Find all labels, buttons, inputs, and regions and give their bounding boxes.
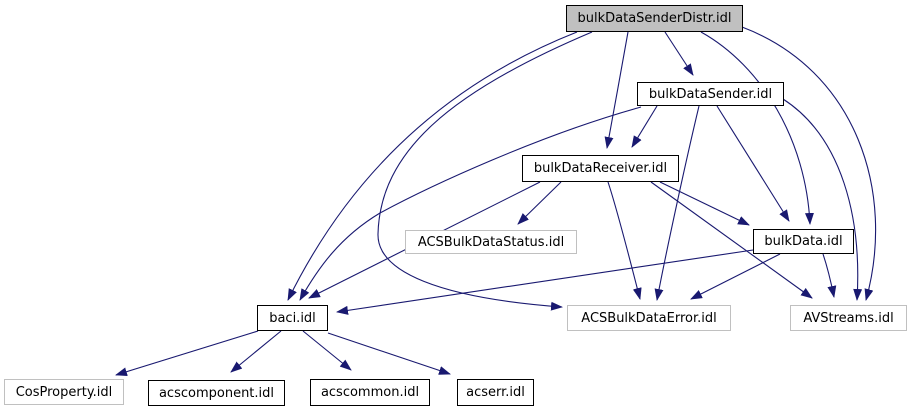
node-label: AVStreams.idl xyxy=(803,310,894,326)
node-acscomponent[interactable]: acscomponent.idl xyxy=(148,380,285,406)
edge-receiver-to-bulkdata xyxy=(659,181,750,226)
edge-sender-to-baci xyxy=(299,106,642,301)
node-label: bulkDataReceiver.idl xyxy=(533,161,668,176)
node-cosproperty: CosProperty.idl xyxy=(4,379,124,405)
edge-bulkdata-to-baci xyxy=(336,249,754,315)
node-baci[interactable]: baci.idl xyxy=(257,305,328,331)
node-status: ACSBulkDataStatus.idl xyxy=(405,230,577,254)
node-acserr[interactable]: acserr.idl xyxy=(457,379,534,406)
node-label: acscommon.idl xyxy=(320,385,420,400)
edge-distr-to-receiver xyxy=(604,31,629,149)
node-label: acserr.idl xyxy=(466,385,525,400)
edge-receiver-to-error xyxy=(607,181,642,300)
node-error: ACSBulkDataError.idl xyxy=(567,305,731,331)
edge-distr-to-error xyxy=(377,31,593,311)
node-label: ACSBulkDataStatus.idl xyxy=(417,234,565,250)
node-label: baci.idl xyxy=(269,310,316,326)
node-label: bulkDataSender.idl xyxy=(648,86,773,102)
node-receiver[interactable]: bulkDataReceiver.idl xyxy=(522,155,679,182)
node-bulkdata[interactable]: bulkData.idl xyxy=(753,229,854,254)
node-sender[interactable]: bulkDataSender.idl xyxy=(637,82,784,106)
edge-distr-to-avstreams xyxy=(741,26,877,301)
edge-baci-to-acscomponent xyxy=(230,330,282,373)
edge-distr-to-baci xyxy=(287,31,578,301)
edge-receiver-to-status xyxy=(517,181,562,225)
edge-bulkdata-to-error xyxy=(690,253,781,300)
edge-baci-to-cosproperty xyxy=(115,330,259,377)
edge-distr-to-sender xyxy=(664,31,694,76)
edge-baci-to-acserr xyxy=(327,332,451,375)
node-label: bulkDataSenderDistr.idl xyxy=(577,11,732,26)
node-label: acscomponent.idl xyxy=(158,385,275,401)
node-distr: bulkDataSenderDistr.idl xyxy=(566,5,743,32)
node-label: CosProperty.idl xyxy=(15,384,113,400)
edge-baci-to-acscommon xyxy=(302,330,352,371)
edge-bulkdata-to-avstreams xyxy=(822,253,837,298)
edge-sender-to-receiver xyxy=(631,105,658,148)
edge-receiver-to-avstreams xyxy=(650,181,813,299)
node-avstreams: AVStreams.idl xyxy=(790,305,907,331)
edge-distr-to-bulkdata xyxy=(700,31,814,225)
node-label: ACSBulkDataError.idl xyxy=(581,310,717,326)
node-acscommon[interactable]: acscommon.idl xyxy=(310,379,430,406)
node-label: bulkData.idl xyxy=(764,234,843,249)
edge-sender-to-error xyxy=(654,105,700,301)
edge-sender-to-avstreams xyxy=(782,98,863,301)
edge-sender-to-bulkdata xyxy=(716,105,790,222)
